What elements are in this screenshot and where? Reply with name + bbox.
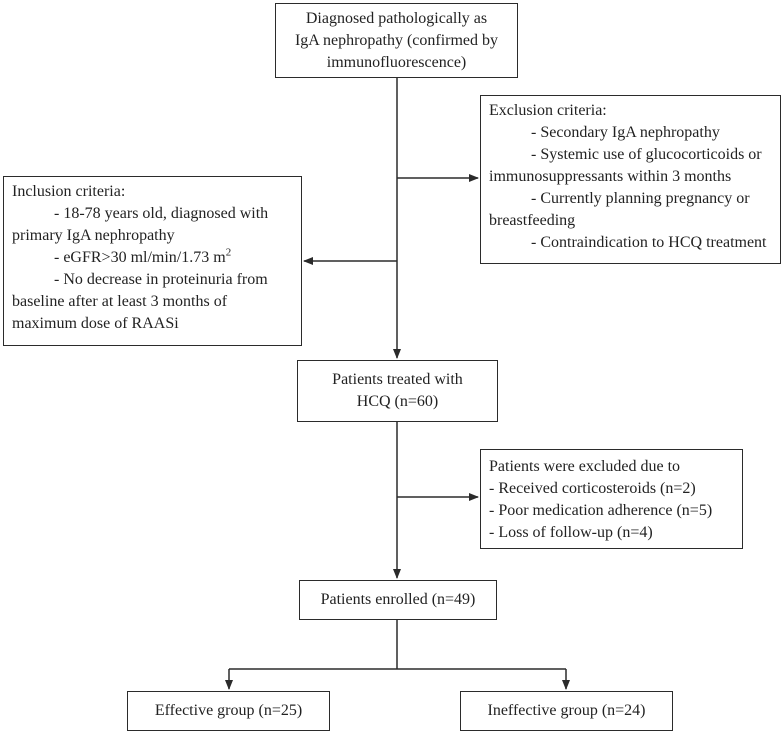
effective-group-box: Effective group (n=25) <box>127 691 330 731</box>
exclusion-item-1: - Secondary IgA nephropathy <box>531 124 720 141</box>
inclusion-title: Inclusion criteria: <box>12 183 126 200</box>
exclusion-item-3-cont: breastfeeding <box>489 212 576 229</box>
excluded-patients-box: Patients were excluded due to - Received… <box>480 449 743 549</box>
ineffective-group-box: Ineffective group (n=24) <box>460 691 673 731</box>
inclusion-item-2-sup: 2 <box>225 246 232 259</box>
excluded-item-1: - Received corticosteroids (n=2) <box>489 480 696 497</box>
exclusion-item-3: - Currently planning pregnancy or <box>531 190 750 207</box>
effective-label: Effective group (n=25) <box>154 702 303 719</box>
inclusion-item-1: - 18-78 years old, diagnosed with <box>54 205 269 222</box>
excluded-item-2: - Poor medication adherence (n=5) <box>489 502 713 519</box>
diagnosis-line-1: Diagnosed pathologically as <box>305 9 488 27</box>
inclusion-item-3-cont-1: baseline after at least 3 months of <box>12 293 228 310</box>
inclusion-item-1-cont: primary IgA nephropathy <box>12 227 175 244</box>
exclusion-title: Exclusion criteria: <box>489 102 607 119</box>
diagnosis-line-2: IgA nephropathy (confirmed by <box>294 31 499 49</box>
inclusion-item-2-text: - eGFR>30 ml/min/1.73 m <box>54 249 226 266</box>
exclusion-item-4: - Contraindication to HCQ treatment <box>531 234 767 251</box>
enrolled-box: Patients enrolled (n=49) <box>299 580 497 620</box>
inclusion-item-2: - eGFR>30 ml/min/1.73 m2 <box>12 247 291 269</box>
inclusion-item-3-cont-2: maximum dose of RAASi <box>12 315 179 332</box>
treated-line-2: HCQ (n=60) <box>356 393 439 410</box>
inclusion-item-3: - No decrease in proteinuria from <box>54 271 268 288</box>
exclusion-criteria-box: Exclusion criteria: - Secondary IgA neph… <box>480 95 781 264</box>
excluded-item-3: - Loss of follow-up (n=4) <box>489 524 653 541</box>
diagnosis-line-3: immunofluorescence) <box>326 53 467 71</box>
inclusion-criteria-box: Inclusion criteria: - 18-78 years old, d… <box>3 176 302 346</box>
exclusion-item-2: - Systemic use of glucocorticoids or <box>531 146 762 163</box>
excluded-title: Patients were excluded due to <box>489 458 681 475</box>
treated-line-1: Patients treated with <box>332 371 463 388</box>
ineffective-label: Ineffective group (n=24) <box>487 702 646 719</box>
enrolled-label: Patients enrolled (n=49) <box>320 591 476 608</box>
diagnosis-box: Diagnosed pathologically as IgA nephropa… <box>275 3 518 78</box>
treated-box: Patients treated with HCQ (n=60) <box>297 360 498 422</box>
exclusion-item-2-cont: immunosuppressants within 3 months <box>489 168 732 185</box>
